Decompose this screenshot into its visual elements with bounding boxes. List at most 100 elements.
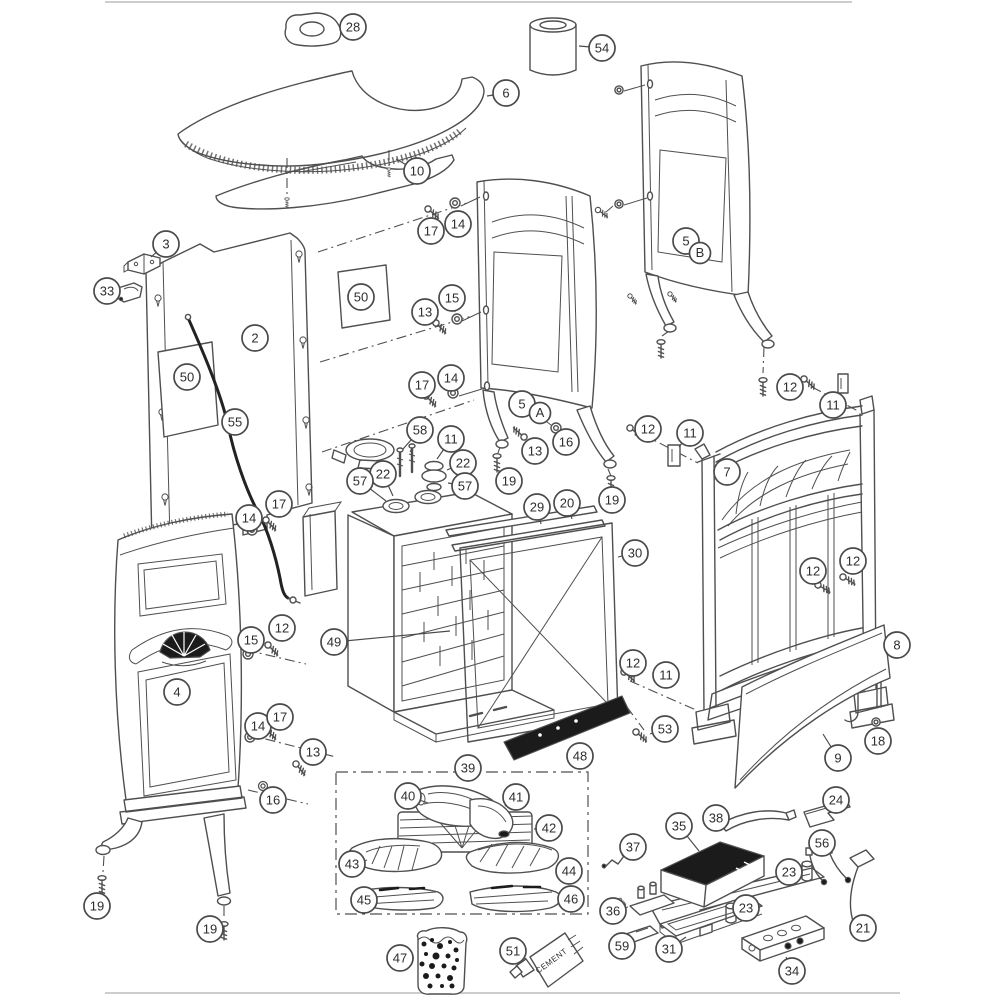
part-side-panel-5a bbox=[419, 178, 617, 495]
callout-11: 11 bbox=[819, 391, 847, 419]
part-flue-collar-54 bbox=[529, 17, 577, 76]
callout-43: 43 bbox=[338, 850, 368, 878]
svg-text:28: 28 bbox=[346, 20, 360, 35]
svg-text:8: 8 bbox=[893, 638, 900, 653]
callout-9: 9 bbox=[822, 733, 852, 772]
svg-text:22: 22 bbox=[376, 467, 390, 482]
part-ember-tray-35 bbox=[660, 841, 765, 908]
svg-text:29: 29 bbox=[530, 500, 544, 515]
part-side-panel-4 bbox=[95, 511, 247, 941]
callout-5: 5 bbox=[508, 390, 536, 418]
svg-text:6: 6 bbox=[502, 86, 509, 101]
svg-text:31: 31 bbox=[662, 942, 676, 957]
callout-11: 11 bbox=[676, 419, 704, 448]
callout-58: 58 bbox=[402, 416, 434, 450]
callout-57: 57 bbox=[447, 472, 479, 500]
svg-text:17: 17 bbox=[273, 710, 287, 725]
svg-text:19: 19 bbox=[203, 922, 217, 937]
callout-16: 16 bbox=[552, 428, 580, 456]
svg-text:40: 40 bbox=[401, 789, 415, 804]
callout-12: 12 bbox=[839, 547, 867, 575]
svg-text:19: 19 bbox=[502, 474, 516, 489]
svg-text:51: 51 bbox=[506, 944, 520, 959]
svg-text:17: 17 bbox=[424, 224, 438, 239]
callout-11: 11 bbox=[436, 425, 465, 460]
callout-A: A bbox=[528, 401, 552, 425]
svg-text:3: 3 bbox=[162, 237, 169, 252]
callout-23: 23 bbox=[732, 894, 760, 922]
part-ember-bag-47 bbox=[416, 927, 468, 995]
svg-text:23: 23 bbox=[782, 865, 796, 880]
part-back-panel-2 bbox=[145, 232, 313, 553]
callout-36: 36 bbox=[599, 897, 629, 925]
callout-10: 10 bbox=[395, 157, 431, 185]
callout-42: 42 bbox=[533, 814, 563, 842]
callout-48: 48 bbox=[566, 742, 594, 770]
top-plate-screws bbox=[284, 150, 392, 209]
svg-text:33: 33 bbox=[100, 284, 114, 299]
callout-13: 13 bbox=[521, 437, 549, 465]
svg-text:44: 44 bbox=[562, 864, 576, 879]
callout-51: 51 bbox=[499, 937, 527, 965]
svg-text:56: 56 bbox=[815, 836, 829, 851]
callout-17: 17 bbox=[266, 703, 294, 731]
callout-47: 47 bbox=[386, 944, 414, 972]
svg-text:41: 41 bbox=[509, 790, 523, 805]
svg-text:11: 11 bbox=[826, 398, 840, 413]
svg-text:14: 14 bbox=[444, 371, 458, 386]
svg-text:35: 35 bbox=[672, 819, 686, 834]
callout-3: 3 bbox=[150, 230, 180, 258]
part-top-plate-6 bbox=[177, 70, 485, 174]
part-burner-fittings bbox=[331, 438, 447, 514]
callout-7: 7 bbox=[713, 458, 741, 486]
svg-text:12: 12 bbox=[626, 656, 640, 671]
callout-50: 50 bbox=[173, 363, 201, 391]
svg-text:5: 5 bbox=[518, 397, 525, 412]
callout-18: 18 bbox=[864, 727, 892, 755]
callout-49: 49 bbox=[320, 628, 451, 656]
svg-text:14: 14 bbox=[242, 511, 256, 526]
svg-text:13: 13 bbox=[418, 305, 432, 320]
svg-text:9: 9 bbox=[834, 751, 841, 766]
callout-57: 57 bbox=[346, 467, 387, 502]
svg-text:5: 5 bbox=[682, 234, 689, 249]
svg-text:58: 58 bbox=[413, 423, 427, 438]
callout-19: 19 bbox=[598, 486, 626, 514]
part-heat-strip-48 bbox=[503, 695, 631, 761]
part-cement-tube-51: CEMENT bbox=[509, 932, 584, 988]
svg-text:53: 53 bbox=[658, 722, 672, 737]
svg-text:34: 34 bbox=[785, 964, 799, 979]
callout-12: 12 bbox=[268, 614, 296, 642]
callout-23: 23 bbox=[775, 858, 803, 886]
svg-text:54: 54 bbox=[595, 41, 609, 56]
callout-37: 37 bbox=[619, 833, 647, 861]
svg-text:13: 13 bbox=[306, 745, 320, 760]
part-log-41 bbox=[469, 798, 514, 840]
svg-text:19: 19 bbox=[90, 899, 104, 914]
callout-17: 17 bbox=[417, 217, 445, 245]
part-bottom-apron-9 bbox=[734, 624, 891, 789]
svg-text:11: 11 bbox=[659, 668, 673, 683]
part-valve-box-34 bbox=[741, 915, 825, 962]
svg-text:57: 57 bbox=[458, 479, 472, 494]
assembly-lines bbox=[102, 201, 859, 919]
svg-text:59: 59 bbox=[615, 939, 629, 954]
callout-35: 35 bbox=[665, 812, 700, 852]
svg-text:16: 16 bbox=[559, 435, 573, 450]
part-grommet-18 bbox=[871, 717, 881, 727]
svg-text:21: 21 bbox=[856, 921, 870, 936]
callout-55: 55 bbox=[221, 408, 249, 436]
part-sensor-cable-55 bbox=[184, 313, 301, 604]
callout-33: 33 bbox=[93, 277, 121, 305]
callout-6: 6 bbox=[486, 79, 520, 107]
callout-45: 45 bbox=[350, 886, 379, 914]
svg-text:A: A bbox=[536, 405, 545, 420]
callout-46: 46 bbox=[557, 885, 585, 913]
callout-15: 15 bbox=[237, 626, 265, 654]
svg-text:49: 49 bbox=[327, 635, 341, 650]
callout-4: 4 bbox=[163, 678, 191, 706]
callout-12: 12 bbox=[799, 557, 827, 585]
svg-text:17: 17 bbox=[415, 378, 429, 393]
